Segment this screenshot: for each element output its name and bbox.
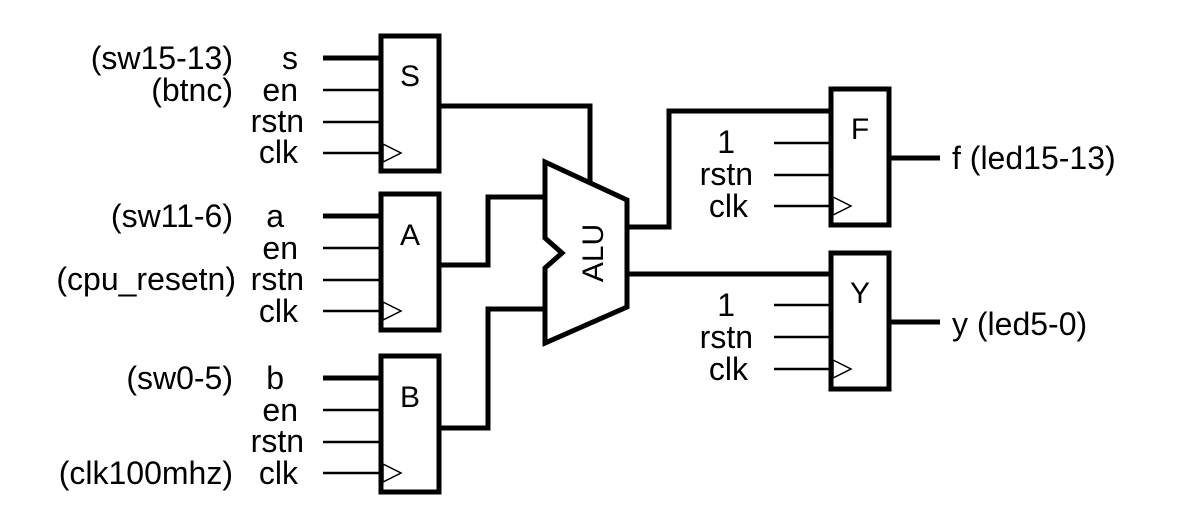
annotation-sw11-6: (sw11-6) (111, 198, 233, 234)
port-label-s-en: en (262, 72, 298, 108)
wire-s-to-alu (439, 103, 593, 183)
register-y-clock-icon (832, 358, 853, 380)
port-label-s-rstn: rstn (251, 103, 304, 139)
register-y: Y 1 rstn clk y (led5-0) (700, 250, 1087, 392)
port-label-b-en: en (262, 392, 298, 428)
port-label-b-clk: clk (259, 455, 299, 491)
port-label-s-clk: clk (259, 134, 299, 170)
port-label-s: s (282, 40, 298, 76)
register-a-clock-icon (382, 300, 403, 322)
alu-label: ALU (577, 224, 610, 282)
port-label-f-rstn: rstn (700, 156, 753, 192)
register-b-clock-icon (382, 462, 403, 484)
wire-alu-to-f (627, 108, 831, 230)
port-label-b: b (266, 360, 284, 396)
register-b: B b en rstn clk (sw0-5) (clk100mhz) (59, 353, 442, 495)
register-a: A a en rstn clk (sw11-6) (cpu_resetn) (56, 191, 442, 333)
port-label-y-clk: clk (709, 351, 749, 387)
annotation-sw15-13: (sw15-13) (91, 40, 233, 76)
port-label-f-clk: clk (709, 188, 749, 224)
alu: ALU (542, 158, 630, 347)
annotation-clk100mhz: (clk100mhz) (59, 455, 233, 491)
register-a-label: A (400, 219, 420, 252)
register-s-label: S (400, 60, 420, 93)
register-f-label: F (851, 113, 869, 146)
wire-a-to-alu (439, 194, 548, 268)
port-label-y-enable: 1 (717, 287, 735, 323)
register-f: F 1 rstn clk f (led15-13) (700, 86, 1116, 228)
port-label-a-en: en (262, 230, 298, 266)
annotation-sw0-5: (sw0-5) (126, 360, 233, 396)
output-label-y: y (led5-0) (952, 306, 1087, 342)
port-label-a-clk: clk (259, 293, 299, 329)
output-label-f: f (led15-13) (952, 140, 1116, 176)
alu-shape (542, 158, 630, 347)
port-label-a: a (266, 198, 284, 234)
wire-b-to-alu (439, 306, 548, 431)
register-s-clock-icon (382, 142, 403, 164)
port-label-a-rstn: rstn (251, 261, 304, 297)
register-f-clock-icon (832, 195, 853, 217)
port-label-b-rstn: rstn (251, 423, 304, 459)
annotation-cpu-resetn: (cpu_resetn) (56, 261, 236, 297)
annotation-btnc: (btnc) (151, 72, 233, 108)
register-s: S s en rstn clk (sw15-13) (btnc) (91, 33, 442, 174)
register-y-label: Y (850, 277, 870, 310)
port-label-y-rstn: rstn (700, 319, 753, 355)
port-label-f-enable: 1 (717, 124, 735, 160)
register-b-label: B (400, 381, 420, 414)
